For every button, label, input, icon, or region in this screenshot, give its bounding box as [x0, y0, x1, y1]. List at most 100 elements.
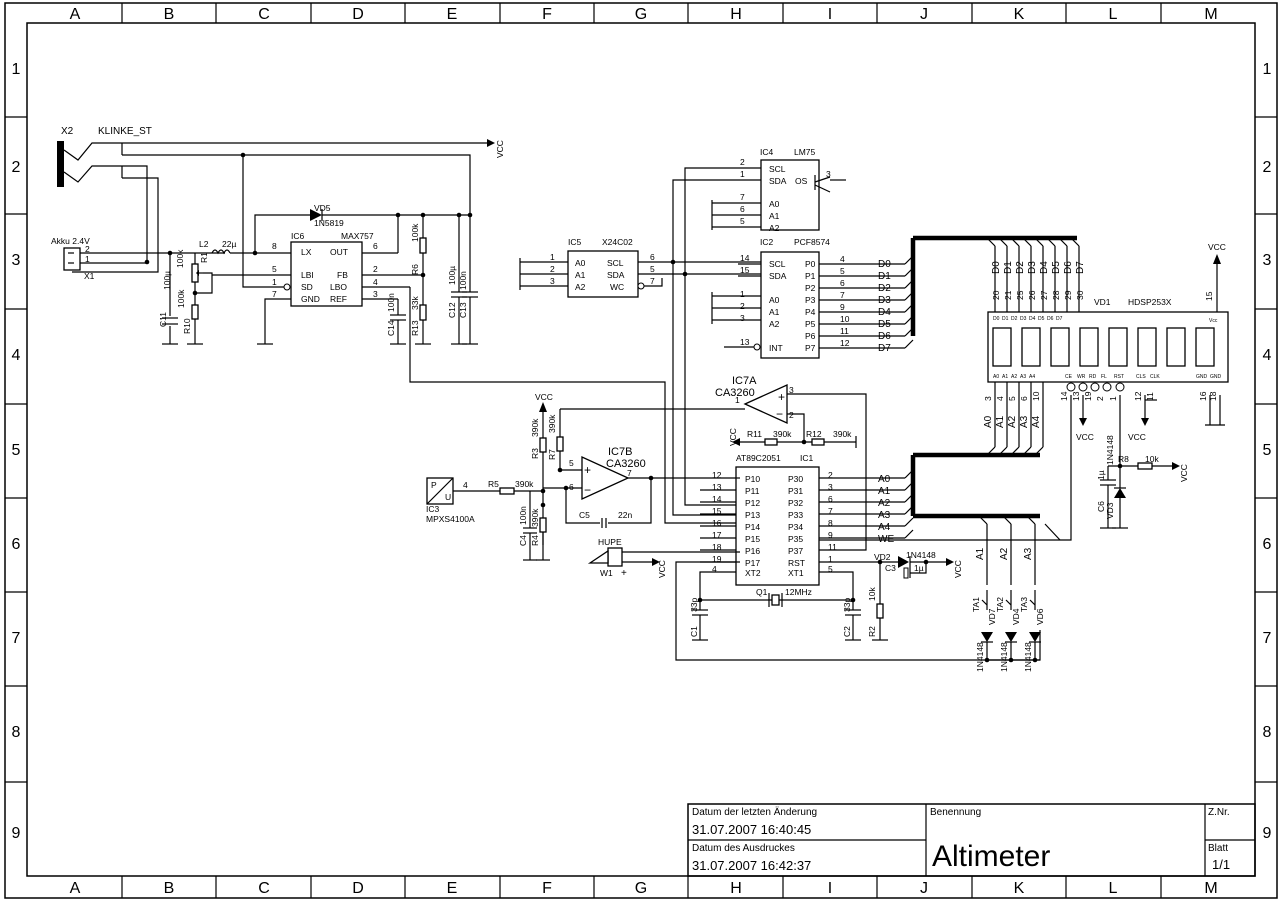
ic3-value: MPXS4100A	[426, 514, 475, 524]
pin-name: CLS	[1136, 374, 1146, 380]
net-label: D1	[1003, 261, 1014, 274]
l2-value: 22µ	[222, 239, 236, 249]
pin-name: P17	[745, 558, 760, 568]
col-label: M	[1204, 880, 1217, 897]
r13-ref: R13	[410, 320, 420, 336]
pin-num: 1	[740, 289, 745, 299]
pin-num: 6	[650, 252, 655, 262]
display-digit	[1195, 327, 1215, 367]
pin-num: 14	[1059, 391, 1069, 401]
col-label: E	[447, 6, 458, 23]
pin-name: OUT	[330, 247, 348, 257]
c1-value: 33p	[689, 598, 699, 612]
pin-num: 2	[85, 244, 90, 254]
pin-num: 5	[569, 458, 574, 468]
l2-ref: L2	[199, 239, 209, 249]
q1-ref: Q1	[756, 587, 768, 597]
column-labels-bottom: A B C D E F G H I J K L M	[70, 880, 1218, 897]
pin-num: 4	[840, 254, 845, 264]
r13-value: 33k	[410, 296, 420, 310]
vd2-value: 1N4148	[906, 550, 936, 560]
diode-ta3	[1029, 632, 1041, 642]
pin-name: A0	[993, 374, 999, 380]
ic1-at89c2051	[735, 466, 820, 586]
col-label: F	[542, 6, 552, 23]
net-label: D3	[1027, 261, 1038, 274]
col-label: D	[352, 6, 364, 23]
col-label: I	[828, 880, 832, 897]
pin-num: 15	[712, 506, 722, 516]
col-label: B	[164, 880, 175, 897]
svg-text:+: +	[584, 463, 591, 477]
resistor-r2	[876, 603, 884, 619]
diode-value: 1N4148	[975, 642, 985, 672]
pin-num: 11	[1145, 392, 1155, 401]
ic4-lm75	[760, 159, 820, 231]
row-label: 7	[1263, 630, 1272, 647]
r8-ref: R8	[1118, 454, 1129, 464]
pin-name: D2	[1011, 316, 1018, 322]
q1-value: 12MHz	[785, 587, 812, 597]
net-label: A1	[878, 486, 891, 497]
pin-name: GND	[301, 294, 320, 304]
net-label: A2	[878, 498, 891, 509]
designation-label: Benennung	[930, 807, 981, 818]
pin-num: 7	[740, 192, 745, 202]
pin-num: 20	[991, 290, 1001, 300]
print-date-label: Datum des Ausdruckes	[692, 843, 795, 854]
pin-num: 6	[840, 278, 845, 288]
pin-name: FL	[1101, 374, 1107, 380]
pin-num: 12	[1133, 391, 1143, 401]
pin-name: WC	[610, 282, 624, 292]
col-label: J	[920, 6, 928, 23]
vcc-label: VCC	[1128, 432, 1146, 442]
pin-name: P35	[788, 534, 803, 544]
net-label: A0	[878, 474, 891, 485]
vcc-label: VCC	[535, 392, 553, 402]
row-label: 2	[1263, 159, 1272, 176]
pin-name: A1	[1002, 374, 1008, 380]
pin-num: 19	[1083, 391, 1093, 401]
ic4-value: LM75	[794, 147, 816, 157]
c13-ref: C13	[458, 302, 468, 318]
pin-name: P5	[805, 319, 816, 329]
ic1-misc-wiring	[819, 539, 840, 551]
r11-ref: R11	[747, 429, 762, 439]
sensor-mark: U	[445, 492, 451, 502]
ic1-ref: IC1	[800, 453, 814, 463]
pin-name: XT1	[788, 568, 804, 578]
eeprom-section: IC5 X24C02 A0 A1 A2 SCL SDA WC 1 2 3 6 5…	[519, 167, 768, 516]
diode-ref: VD7	[987, 608, 997, 625]
ic2-ref: IC2	[760, 237, 774, 247]
pin-num: 29	[1063, 290, 1073, 300]
c4-value: 100n	[518, 506, 528, 525]
pin-num: 4	[995, 396, 1005, 401]
pin-name: D3	[1020, 316, 1027, 322]
ic6-max757	[290, 241, 363, 307]
net-label: A0	[983, 415, 994, 428]
r2-value: 10k	[867, 587, 877, 601]
row-label: 3	[12, 252, 21, 269]
pin-num: 6	[740, 204, 745, 214]
title-block: Datum der letzten Änderung 31.07.2007 16…	[687, 803, 1256, 877]
pin-num: 13	[1071, 391, 1081, 401]
pin-num: 14	[712, 494, 722, 504]
diode-ref: VD6	[1035, 608, 1045, 625]
net-label: D4	[1039, 261, 1050, 274]
ic1-value: AT89C2051	[736, 453, 781, 463]
col-label: D	[352, 880, 364, 897]
c1-ref: C1	[689, 626, 699, 637]
pin-num: 8	[272, 241, 277, 251]
pin-num: 5	[1007, 396, 1017, 401]
pin-num: 3	[740, 313, 745, 323]
col-label: G	[635, 6, 647, 23]
vcc-label: VCC	[495, 140, 505, 158]
hupe-value: HUPE	[598, 537, 622, 547]
sensor-mark: P	[431, 480, 437, 490]
pin-name: P34	[788, 522, 803, 532]
pin-name: SCL	[607, 258, 624, 268]
pin-name: A2	[769, 319, 780, 329]
pin-num: 1	[740, 169, 745, 179]
